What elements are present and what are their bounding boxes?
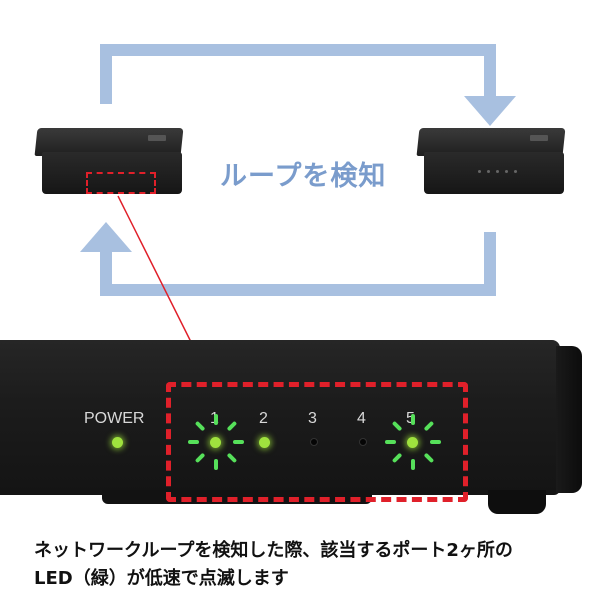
loop-detect-label: ループを検知 — [220, 161, 387, 192]
blink-rays-icon — [383, 412, 443, 472]
loop-right-upper-bar — [484, 44, 496, 98]
switch-front-panel: POWER 1 2 3 4 5 — [0, 340, 582, 514]
loop-right-lower-bar — [484, 232, 496, 296]
loop-left-lower-bar — [100, 250, 112, 296]
caption-line-1: ネットワークループを検知した際、該当するポート2ヶ所の — [34, 540, 513, 561]
loop-left-upper-bar — [100, 44, 112, 104]
port-led-row — [478, 170, 517, 173]
port-3-led — [310, 438, 318, 446]
highlight-box-large — [166, 382, 468, 502]
caption-line-2: LED（緑）が低速で点滅します — [34, 568, 289, 589]
device-edge — [556, 346, 582, 493]
power-led — [112, 437, 123, 448]
arrow-down-icon — [464, 96, 516, 126]
switch-left-illustration — [34, 128, 184, 198]
port-5-led — [407, 437, 418, 448]
port-2-label: 2 — [259, 410, 268, 427]
port-4-label: 4 — [357, 410, 366, 427]
port-5-label: 5 — [406, 410, 415, 428]
port-4-led — [359, 438, 367, 446]
port-3-label: 3 — [308, 410, 317, 427]
device-foot — [488, 490, 546, 514]
brand-logo — [530, 135, 548, 141]
port-1-led — [210, 437, 221, 448]
switch-right-illustration — [416, 128, 566, 198]
switch-front — [424, 152, 564, 194]
brand-logo — [148, 135, 166, 141]
power-label: POWER — [84, 410, 145, 427]
loop-top-bar — [100, 44, 496, 56]
port-2-led — [259, 437, 270, 448]
arrow-up-icon — [80, 222, 132, 252]
highlight-box-small — [86, 172, 156, 194]
loop-bottom-bar — [100, 284, 496, 296]
blink-rays-icon — [186, 412, 246, 472]
